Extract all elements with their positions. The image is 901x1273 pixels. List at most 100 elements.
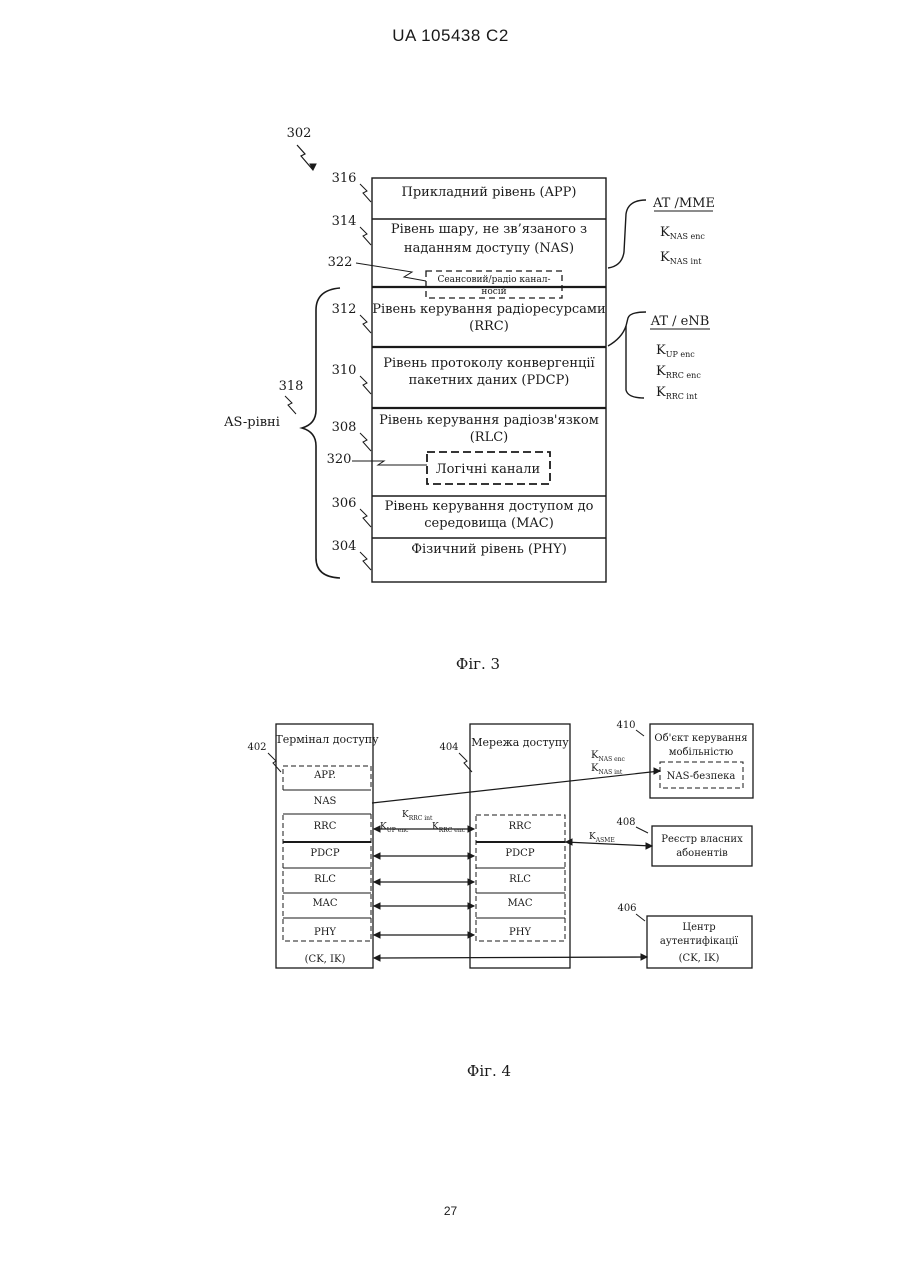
mme-entity-title: Об'єкт керування: [654, 733, 747, 744]
ck-ik-link: [374, 957, 647, 958]
layer-label: пакетних даних (PDCP): [409, 373, 570, 388]
mme-entity-title: мобільністю: [669, 747, 734, 758]
arrowhead: [468, 879, 474, 885]
layer-ref-number: 308: [332, 420, 357, 435]
lightning-leader-icon: [360, 552, 371, 570]
nas-int-key: KNAS int: [591, 763, 623, 776]
lightning-leader-icon: [360, 509, 371, 527]
terminal-layer-label: PDCP: [310, 848, 339, 859]
rrc-int-key: KRRC int: [402, 810, 433, 822]
layer-label: Рівень керування доступом до: [385, 499, 594, 514]
access-terminal-title: Термінал доступу: [275, 733, 379, 746]
terminal-layer-label: RLC: [314, 874, 336, 885]
bearer-ref-number: 322: [328, 255, 353, 270]
enb-key: KRRC enc: [656, 364, 701, 380]
terminal-ref-pointer: [268, 753, 281, 772]
arrowhead: [566, 839, 572, 845]
arrowhead: [646, 843, 652, 849]
radio-bearer-label: носій: [481, 287, 506, 297]
layer-ref-number: 310: [332, 363, 357, 378]
enb-key: KUP enc: [656, 343, 695, 359]
lightning-leader-icon: [285, 396, 296, 414]
auc-ref-406: 406: [617, 903, 636, 914]
network-layer-label: RLC: [509, 874, 531, 885]
lightning-leader-icon: [360, 315, 371, 333]
bearer-leader-line: [356, 263, 426, 281]
arrowhead: [468, 903, 474, 909]
mme-brace: [608, 200, 646, 268]
as-layers-label: AS-рівні: [223, 415, 280, 430]
arrowhead: [374, 932, 380, 938]
access-network-title: Мережа доступу: [471, 736, 569, 749]
lightning-leader-icon: [360, 184, 371, 202]
enb-key: KRRC int: [656, 385, 698, 401]
auc-label: Центр: [682, 922, 715, 933]
layer-label: Рівень керування радіоресурсами: [372, 302, 605, 317]
nas-enc-key: KNAS enc: [591, 750, 626, 763]
layer-ref-number: 306: [332, 496, 357, 511]
network-layer-label: PDCP: [505, 848, 534, 859]
auc-ref-pointer: [636, 914, 645, 921]
terminal-layer-label: RRC: [314, 821, 337, 832]
layer-ref-number: 314: [332, 214, 357, 229]
arrowhead: [374, 903, 380, 909]
nas-security-label: NAS-безпека: [667, 771, 736, 782]
asme-key: KASME: [589, 832, 615, 844]
terminal-layer-label: MAC: [312, 898, 337, 909]
layer-label: (RRC): [469, 319, 509, 334]
fig4-caption: Фіг. 4: [467, 1062, 511, 1080]
arrowhead: [654, 768, 660, 774]
network-layer-label: RRC: [509, 821, 532, 832]
terminal-layer-label: PHY: [314, 927, 336, 938]
mme-ref-410: 410: [616, 720, 635, 731]
network-layer-label: PHY: [509, 927, 531, 938]
layer-label: наданням доступу (NAS): [404, 241, 574, 256]
arrowhead: [468, 826, 474, 832]
logical-leader-line: [352, 461, 427, 465]
auc-label: (CK, IK): [679, 953, 720, 964]
layer-label: (RLC): [470, 430, 509, 445]
home-subscriber-register-box: [652, 826, 752, 866]
layer-ref-number: 316: [332, 171, 357, 186]
logical-channels-label: Логічні канали: [436, 462, 540, 477]
mme-title: AT /MME: [652, 196, 715, 211]
hss-label: Реєстр власних: [661, 834, 743, 845]
enb-title: AT / eNB: [650, 314, 710, 329]
hss-label: абонентів: [676, 848, 728, 859]
layer-label: Рівень протоколу конвергенції: [383, 356, 595, 371]
arrowhead: [374, 955, 380, 961]
terminal-ref-402: 402: [247, 742, 266, 753]
lightning-leader-icon: [360, 227, 371, 245]
enb-brace-bottom: [626, 326, 644, 398]
up-enc-key: KUP enc: [380, 822, 409, 834]
as-ref-318: 318: [279, 379, 304, 394]
logical-ref-number: 320: [327, 452, 352, 467]
network-layer-label: MAC: [507, 898, 532, 909]
auc-label: аутентифікації: [660, 936, 739, 947]
arrowhead: [641, 954, 647, 960]
enb-brace-top: [608, 312, 646, 346]
terminal-layer-label: NAS: [314, 796, 337, 807]
layer-label: Рівень керування радіозв'язком: [379, 413, 599, 428]
layer-label: Фізичний рівень (PHY): [411, 542, 567, 557]
layer-label: Прикладний рівень (APP): [402, 185, 577, 200]
arrowhead: [374, 879, 380, 885]
hss-ref-408: 408: [616, 817, 635, 828]
fig3-caption: Фіг. 3: [456, 655, 500, 673]
mme-key: KNAS enc: [660, 225, 705, 241]
radio-bearer-label: Сеансовий/радіо канал-: [437, 275, 550, 285]
figure-ref-302: 302: [287, 126, 312, 141]
hss-ref-pointer: [636, 827, 648, 833]
layer-label: середовища (MAC): [424, 516, 554, 531]
arrowhead: [374, 853, 380, 859]
terminal-keys-label: (CK, IK): [305, 954, 346, 965]
layer-ref-number: 312: [332, 302, 357, 317]
layer-ref-number: 304: [332, 539, 357, 554]
mme-ref-pointer: [636, 730, 644, 736]
mme-key: KNAS int: [660, 250, 702, 266]
lightning-leader-icon: [360, 433, 371, 451]
terminal-layer-label: APP.: [313, 770, 336, 781]
network-ref-404: 404: [439, 742, 458, 753]
lightning-leader-icon: [360, 376, 371, 394]
